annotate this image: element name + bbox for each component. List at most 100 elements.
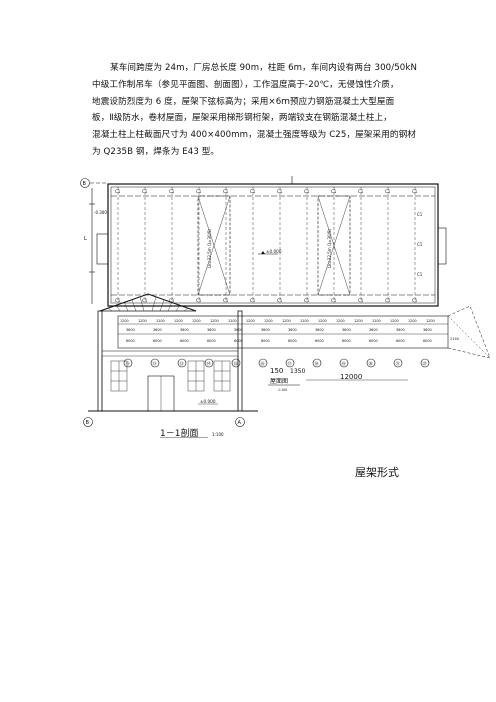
svg-text:1200: 1200 — [192, 319, 201, 323]
c1-label: C1 — [385, 298, 391, 303]
roof-spans-mid: 3600 3600 3600 3600 3600 3600 3600 3600 … — [126, 328, 432, 332]
svg-text:㉒: ㉒ — [423, 360, 428, 367]
svg-text:3600: 3600 — [126, 328, 135, 332]
svg-text:⑬: ⑬ — [180, 360, 185, 367]
svg-text:1200: 1200 — [318, 319, 327, 323]
svg-text:1200: 1200 — [336, 319, 345, 323]
svg-text:6000: 6000 — [207, 339, 216, 343]
svg-text:1200: 1200 — [390, 319, 399, 323]
svg-text:3600: 3600 — [288, 328, 297, 332]
section-axis-b: B — [86, 420, 90, 426]
section-title: 1－1剖面 — [160, 427, 198, 438]
c1-label: C1 — [417, 242, 423, 247]
c1-label: C1 — [169, 298, 175, 303]
elevation-left: -0.300 — [94, 210, 107, 215]
svg-text:1200: 1200 — [300, 319, 309, 323]
plan-view: 1 B L -0.300 Lk=22.5m Q=30/5t — [80, 176, 447, 307]
roof-plan-title: 屋面图 — [270, 378, 288, 385]
svg-text:1200: 1200 — [174, 319, 183, 323]
c1-label: C1 — [223, 298, 229, 303]
c1-label: C1 — [417, 272, 423, 277]
svg-text:1200: 1200 — [228, 319, 237, 323]
svg-text:6000: 6000 — [423, 339, 432, 343]
svg-text:⑭: ⑭ — [207, 360, 212, 367]
roof-plan: 2140 1200 1200 1200 1200 1200 1200 1200 … — [117, 305, 491, 392]
c1-label: C1 — [358, 189, 364, 194]
plan-column-lines — [117, 187, 416, 303]
statement-line-1: 某车间跨度为 24m，厂房总长度 90m，柱距 6m，车间内设有两台 300/5… — [110, 63, 417, 73]
statement-line-2: 中级工作制吊车（参见平面图、剖面图），工作温度高于-20℃，无侵蚀性介质， — [92, 79, 399, 90]
svg-text:1200: 1200 — [120, 319, 129, 323]
svg-text:3600: 3600 — [234, 328, 243, 332]
crane-right: Lk=22.5m Q=30/5t — [317, 195, 351, 296]
crane-right-label: Lk=22.5m Q=30/5t — [327, 229, 332, 268]
roof-spans-top: 1200 1200 1200 1200 1200 1200 1200 1200 … — [120, 319, 435, 323]
svg-text:1200: 1200 — [354, 319, 363, 323]
axis-b-label: B — [83, 181, 87, 187]
axis-b-marker — [80, 178, 90, 188]
svg-text:3600: 3600 — [261, 328, 270, 332]
svg-text:1200: 1200 — [264, 319, 273, 323]
svg-text:⑪: ⑪ — [126, 360, 131, 367]
c1-label: C1 — [250, 189, 256, 194]
section-windows — [110, 360, 231, 392]
svg-text:6000: 6000 — [126, 339, 135, 343]
crane-left: Lk=22.5m Q=30/5t — [197, 195, 231, 296]
c1-label: C1 — [304, 298, 310, 303]
roof-dim-left: 150 — [270, 367, 283, 375]
statement-line-4: 板，Ⅱ级防水，卷材屋面，屋架采用梯形钢桁架，两端铰支在钢筋混凝土柱上， — [92, 113, 392, 124]
svg-text:6000: 6000 — [180, 339, 189, 343]
section-axis-a: A — [238, 420, 242, 426]
c1-label: C1 — [277, 189, 283, 194]
c1-label: C1 — [412, 189, 418, 194]
svg-text:6000: 6000 — [234, 339, 243, 343]
svg-text:3600: 3600 — [396, 328, 405, 332]
c1-label: C1 — [412, 298, 418, 303]
c1-label: C1 — [250, 298, 256, 303]
svg-text:1200: 1200 — [210, 319, 219, 323]
svg-text:1200: 1200 — [156, 319, 165, 323]
svg-text:1200: 1200 — [372, 319, 381, 323]
svg-text:6000: 6000 — [396, 339, 405, 343]
c1-label: C1 — [358, 298, 364, 303]
c1-label: C1 — [169, 189, 175, 194]
svg-text:⑫: ⑫ — [153, 360, 158, 367]
svg-text:1200: 1200 — [426, 319, 435, 323]
section-elevation: ±0.000 — [200, 399, 216, 404]
svg-text:3600: 3600 — [207, 328, 216, 332]
svg-text:⑱: ⑱ — [315, 360, 320, 367]
svg-text:⑳: ⑳ — [369, 360, 374, 367]
svg-text:3600: 3600 — [180, 328, 189, 332]
roof-2140: 2140 — [450, 337, 459, 341]
svg-text:6000: 6000 — [261, 339, 270, 343]
svg-text:6000: 6000 — [288, 339, 297, 343]
c1-label: C1 — [142, 189, 148, 194]
roof-spans-bot: 6000 6000 6000 6000 6000 6000 6000 6000 … — [126, 339, 432, 343]
c1-label: C1 — [304, 189, 310, 194]
svg-text:1200: 1200 — [282, 319, 291, 323]
svg-text:1200: 1200 — [408, 319, 417, 323]
statement-line-5: 混凝土柱上柱截面尺寸为 400×400mm，混凝土强度等级为 C25，屋架采用的… — [92, 130, 416, 141]
svg-text:3600: 3600 — [342, 328, 351, 332]
statement-line-3: 地震设防烈度为 6 度，屋架下弦标高为；采用×6ｍ预应力钢筋混凝土大型屋面 — [92, 96, 395, 107]
c1-label: C1 — [331, 189, 337, 194]
svg-text:㉑: ㉑ — [396, 360, 401, 367]
span-label: L — [84, 236, 87, 242]
roof-plan-scale: 1:100 — [278, 388, 287, 392]
svg-text:3600: 3600 — [369, 328, 378, 332]
svg-text:6000: 6000 — [315, 339, 324, 343]
svg-text:6000: 6000 — [153, 339, 162, 343]
elevation-center: ±0.000 — [266, 249, 282, 254]
c1-label: C1 — [115, 189, 121, 194]
svg-text:1200: 1200 — [246, 319, 255, 323]
svg-text:3600: 3600 — [315, 328, 324, 332]
svg-text:⑲: ⑲ — [342, 360, 347, 367]
section-scale: 1:100 — [212, 432, 224, 437]
section-view: ±0.000 B A 1－1剖面 1:100 — [83, 293, 258, 438]
c1-label: C1 — [142, 298, 148, 303]
c1-label: C1 — [417, 212, 423, 217]
statement-line-6: 为 Q235B 钢，焊条为 E43 型。 — [92, 146, 220, 157]
structural-drawing: 1 B L -0.300 Lk=22.5m Q=30/5t — [80, 176, 491, 438]
caption: 屋架形式 — [355, 466, 399, 479]
svg-text:3600: 3600 — [153, 328, 162, 332]
